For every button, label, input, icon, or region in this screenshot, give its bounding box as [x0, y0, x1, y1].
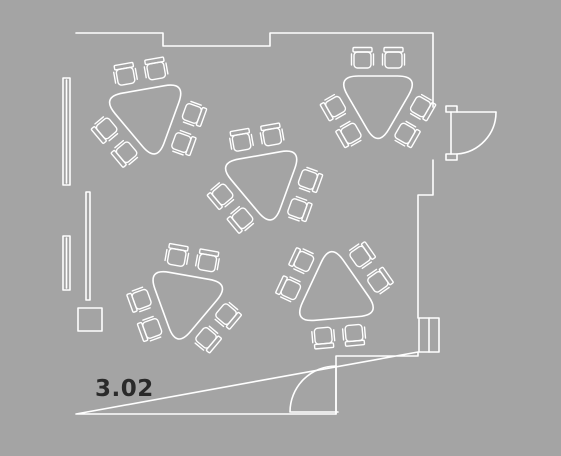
- chair: [275, 275, 302, 303]
- whiteboard: [85, 191, 91, 301]
- table-group: [319, 46, 437, 149]
- door-swing-icon[interactable]: [289, 365, 339, 415]
- cabinet: [77, 307, 103, 332]
- chair: [90, 116, 119, 144]
- window-icon: [62, 235, 71, 291]
- window-icon: [62, 77, 71, 186]
- table-top: [152, 270, 224, 340]
- table-group: [275, 241, 394, 350]
- chair: [341, 323, 367, 347]
- chair: [366, 266, 394, 295]
- chair: [206, 182, 235, 210]
- room-number-label: 3.02: [95, 376, 154, 402]
- chair: [181, 100, 208, 128]
- table-top: [342, 75, 414, 140]
- chair: [409, 93, 437, 122]
- table-group: [126, 242, 242, 354]
- chair: [110, 139, 139, 168]
- chair: [228, 127, 254, 152]
- chair: [394, 120, 421, 149]
- column-icon: [418, 317, 440, 353]
- chair: [335, 120, 362, 149]
- chair: [287, 195, 313, 223]
- chair: [112, 61, 138, 86]
- chair: [381, 46, 406, 69]
- chair: [348, 241, 376, 270]
- chair: [126, 286, 152, 313]
- chair: [297, 166, 324, 194]
- table-top: [108, 84, 182, 155]
- chair: [194, 248, 220, 273]
- table-group: [206, 122, 324, 234]
- chair: [171, 129, 197, 157]
- door-swing-icon[interactable]: [445, 105, 497, 161]
- chair: [319, 93, 347, 122]
- chair: [143, 56, 169, 81]
- chair: [311, 326, 336, 350]
- chair: [288, 247, 315, 275]
- chair: [226, 205, 255, 234]
- chair: [164, 242, 190, 267]
- table-top: [224, 150, 298, 221]
- chair: [350, 46, 375, 69]
- chair: [136, 315, 163, 343]
- chair: [259, 122, 285, 147]
- table-group: [90, 56, 208, 168]
- chair: [194, 325, 222, 354]
- room-wall-outline: [75, 32, 434, 415]
- chair: [214, 301, 242, 330]
- table-top: [299, 250, 374, 322]
